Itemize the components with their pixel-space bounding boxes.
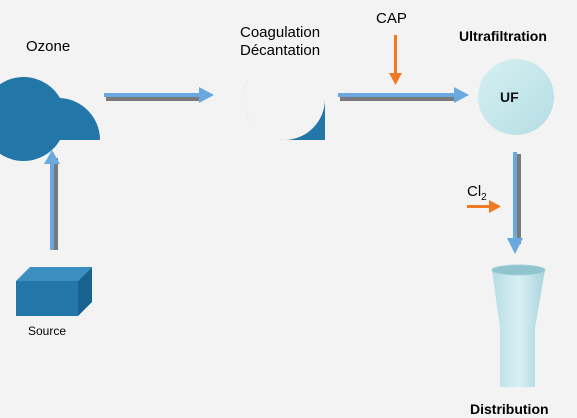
- coagulation-label-line2: Décantation: [240, 42, 321, 59]
- distribution-cup: [491, 264, 546, 387]
- arrow-uf-to-distribution: [507, 152, 523, 254]
- cap-label: CAP: [376, 10, 407, 27]
- uf-inner-label: UF: [500, 89, 519, 105]
- ozone-vessel: [0, 77, 101, 161]
- coagulation-label: Coagulation Décantation: [240, 24, 320, 60]
- chlorine-label-subscript: 2: [481, 192, 487, 203]
- source-box: [16, 267, 92, 316]
- coagulation-label-line1: Coagulation: [240, 24, 321, 41]
- cap-dosing-arrow: [389, 35, 402, 85]
- arrow-source-to-ozone: [44, 150, 60, 250]
- distribution-label: Distribution: [470, 401, 549, 417]
- arrow-coagulation-to-uf: [338, 87, 469, 103]
- ultrafiltration-label: Ultrafiltration: [459, 28, 547, 44]
- chlorine-label-main: Cl: [467, 183, 482, 200]
- arrow-ozone-to-coagulation: [104, 87, 214, 103]
- chlorine-dosing-arrow: [467, 200, 501, 213]
- ozone-label: Ozone: [26, 38, 71, 55]
- chlorine-label: Cl2: [467, 183, 487, 203]
- source-label: Source: [28, 324, 67, 338]
- coagulation-vessel: [243, 58, 325, 140]
- uf-vessel: [478, 59, 554, 135]
